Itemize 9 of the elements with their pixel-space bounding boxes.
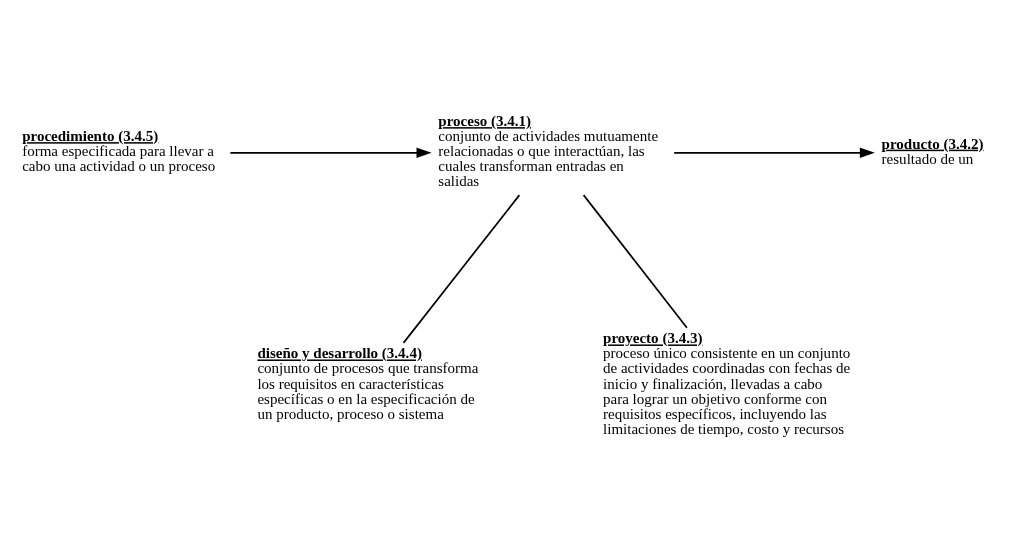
- arrow: [229, 147, 432, 159]
- node-text: diseño y desarrollo (3.4.4) conjunto de procesos que transforma los requisitos en características específicas o en la especificación de un producto, proceso o sistema: [257, 345, 479, 422]
- connector: [402, 194, 521, 344]
- node-text: proyecto (3.4.3) proceso único consistente en un conjunto de actividades coordinadas con fechas de inicio y finalización, llevadas a cabo para lograr un objetivo conforme con requisitos específicos, incluyendo las limitaciones de tiempo, costo y recursos: [603, 330, 851, 437]
- connector: [582, 194, 688, 329]
- node-text: procedimiento (3.4.5) forma especificada para llevar a cabo una actividad o un proceso: [22, 128, 216, 175]
- arrow: [673, 147, 875, 159]
- node-text: proceso (3.4.1) conjunto de actividades mutuamente relacionadas o que interactúan, las cuales transforman entradas en salidas: [438, 113, 659, 190]
- node-text: producto (3.4.2) resultado de un: [881, 135, 984, 167]
